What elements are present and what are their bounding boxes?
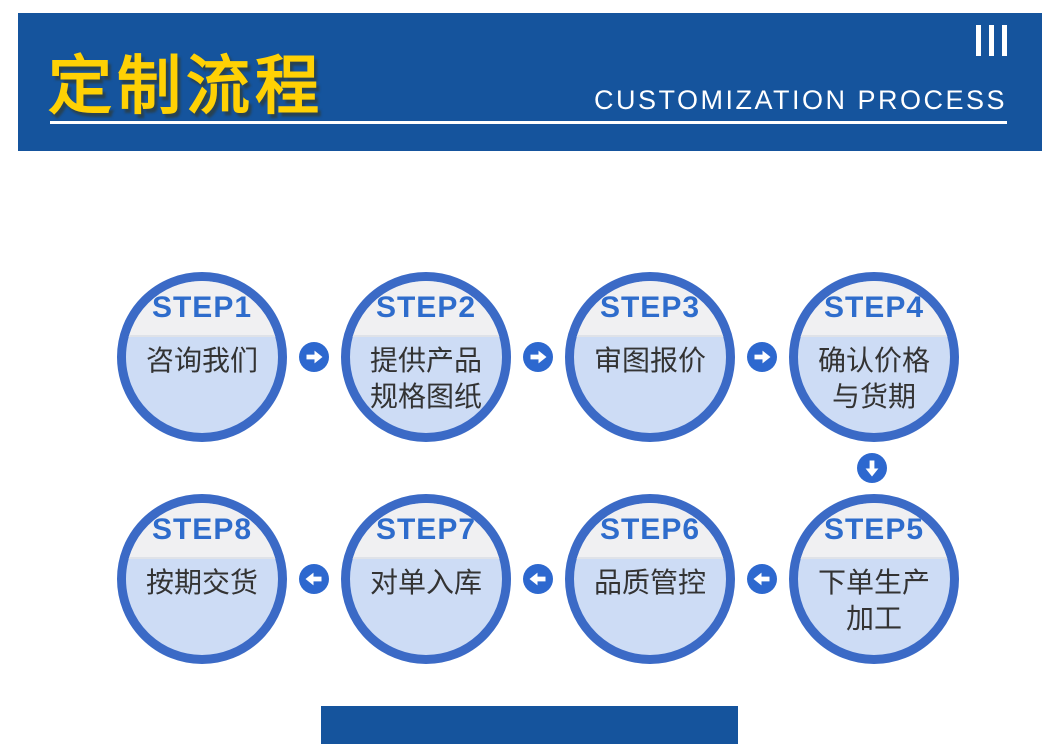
step7-circle: STEP7 对单入库 [341, 494, 511, 664]
step1-number: STEP1 [151, 291, 253, 324]
step7-number: STEP7 [375, 513, 477, 546]
step7-label-area: STEP7 [350, 503, 502, 559]
footer-bar [321, 706, 738, 744]
step8-number: STEP8 [151, 513, 253, 546]
arrow-down-icon [857, 453, 887, 483]
step4-label-area: STEP4 [798, 281, 950, 337]
step3-number: STEP3 [599, 291, 701, 324]
header-underline [50, 121, 1007, 124]
step3-description: 审图报价 [593, 345, 706, 376]
arrow-right-icon [523, 342, 553, 372]
step4-circle: STEP4 确认价格与货期 [789, 272, 959, 442]
arrow-left-icon [747, 564, 777, 594]
step3-circle: STEP3 审图报价 [565, 272, 735, 442]
step5-description: 下单生产加工 [817, 567, 930, 634]
arrow-left-icon [299, 564, 329, 594]
step2-description: 提供产品规格图纸 [369, 345, 482, 412]
arrow-right-icon [299, 342, 329, 372]
arrow-left-icon [523, 564, 553, 594]
page-title: 定制流程 [48, 50, 324, 122]
step3-label-area: STEP3 [574, 281, 726, 337]
step1-description: 咨询我们 [145, 345, 258, 376]
step6-label-area: STEP6 [574, 503, 726, 559]
step6-circle: STEP6 品质管控 [565, 494, 735, 664]
step8-circle: STEP8 按期交货 [117, 494, 287, 664]
step5-label-area: STEP5 [798, 503, 950, 559]
step2-label-area: STEP2 [350, 281, 502, 337]
step6-number: STEP6 [599, 513, 701, 546]
arrow-right-icon [747, 342, 777, 372]
step5-circle: STEP5 下单生产加工 [789, 494, 959, 664]
step8-label-area: STEP8 [126, 503, 278, 559]
three-vertical-bars-icon [976, 25, 1007, 56]
step4-description: 确认价格与货期 [817, 345, 930, 412]
step8-description: 按期交货 [145, 567, 258, 598]
step1-circle: STEP1 咨询我们 [117, 272, 287, 442]
step2-circle: STEP2 提供产品规格图纸 [341, 272, 511, 442]
step2-number: STEP2 [375, 291, 477, 324]
header-banner: 定制流程 CUSTOMIZATION PROCESS [18, 13, 1042, 151]
step5-number: STEP5 [823, 513, 925, 546]
step1-label-area: STEP1 [126, 281, 278, 337]
step4-number: STEP4 [823, 291, 925, 324]
page-subtitle: CUSTOMIZATION PROCESS [593, 85, 1007, 115]
step6-description: 品质管控 [593, 567, 706, 598]
step7-description: 对单入库 [369, 567, 482, 598]
